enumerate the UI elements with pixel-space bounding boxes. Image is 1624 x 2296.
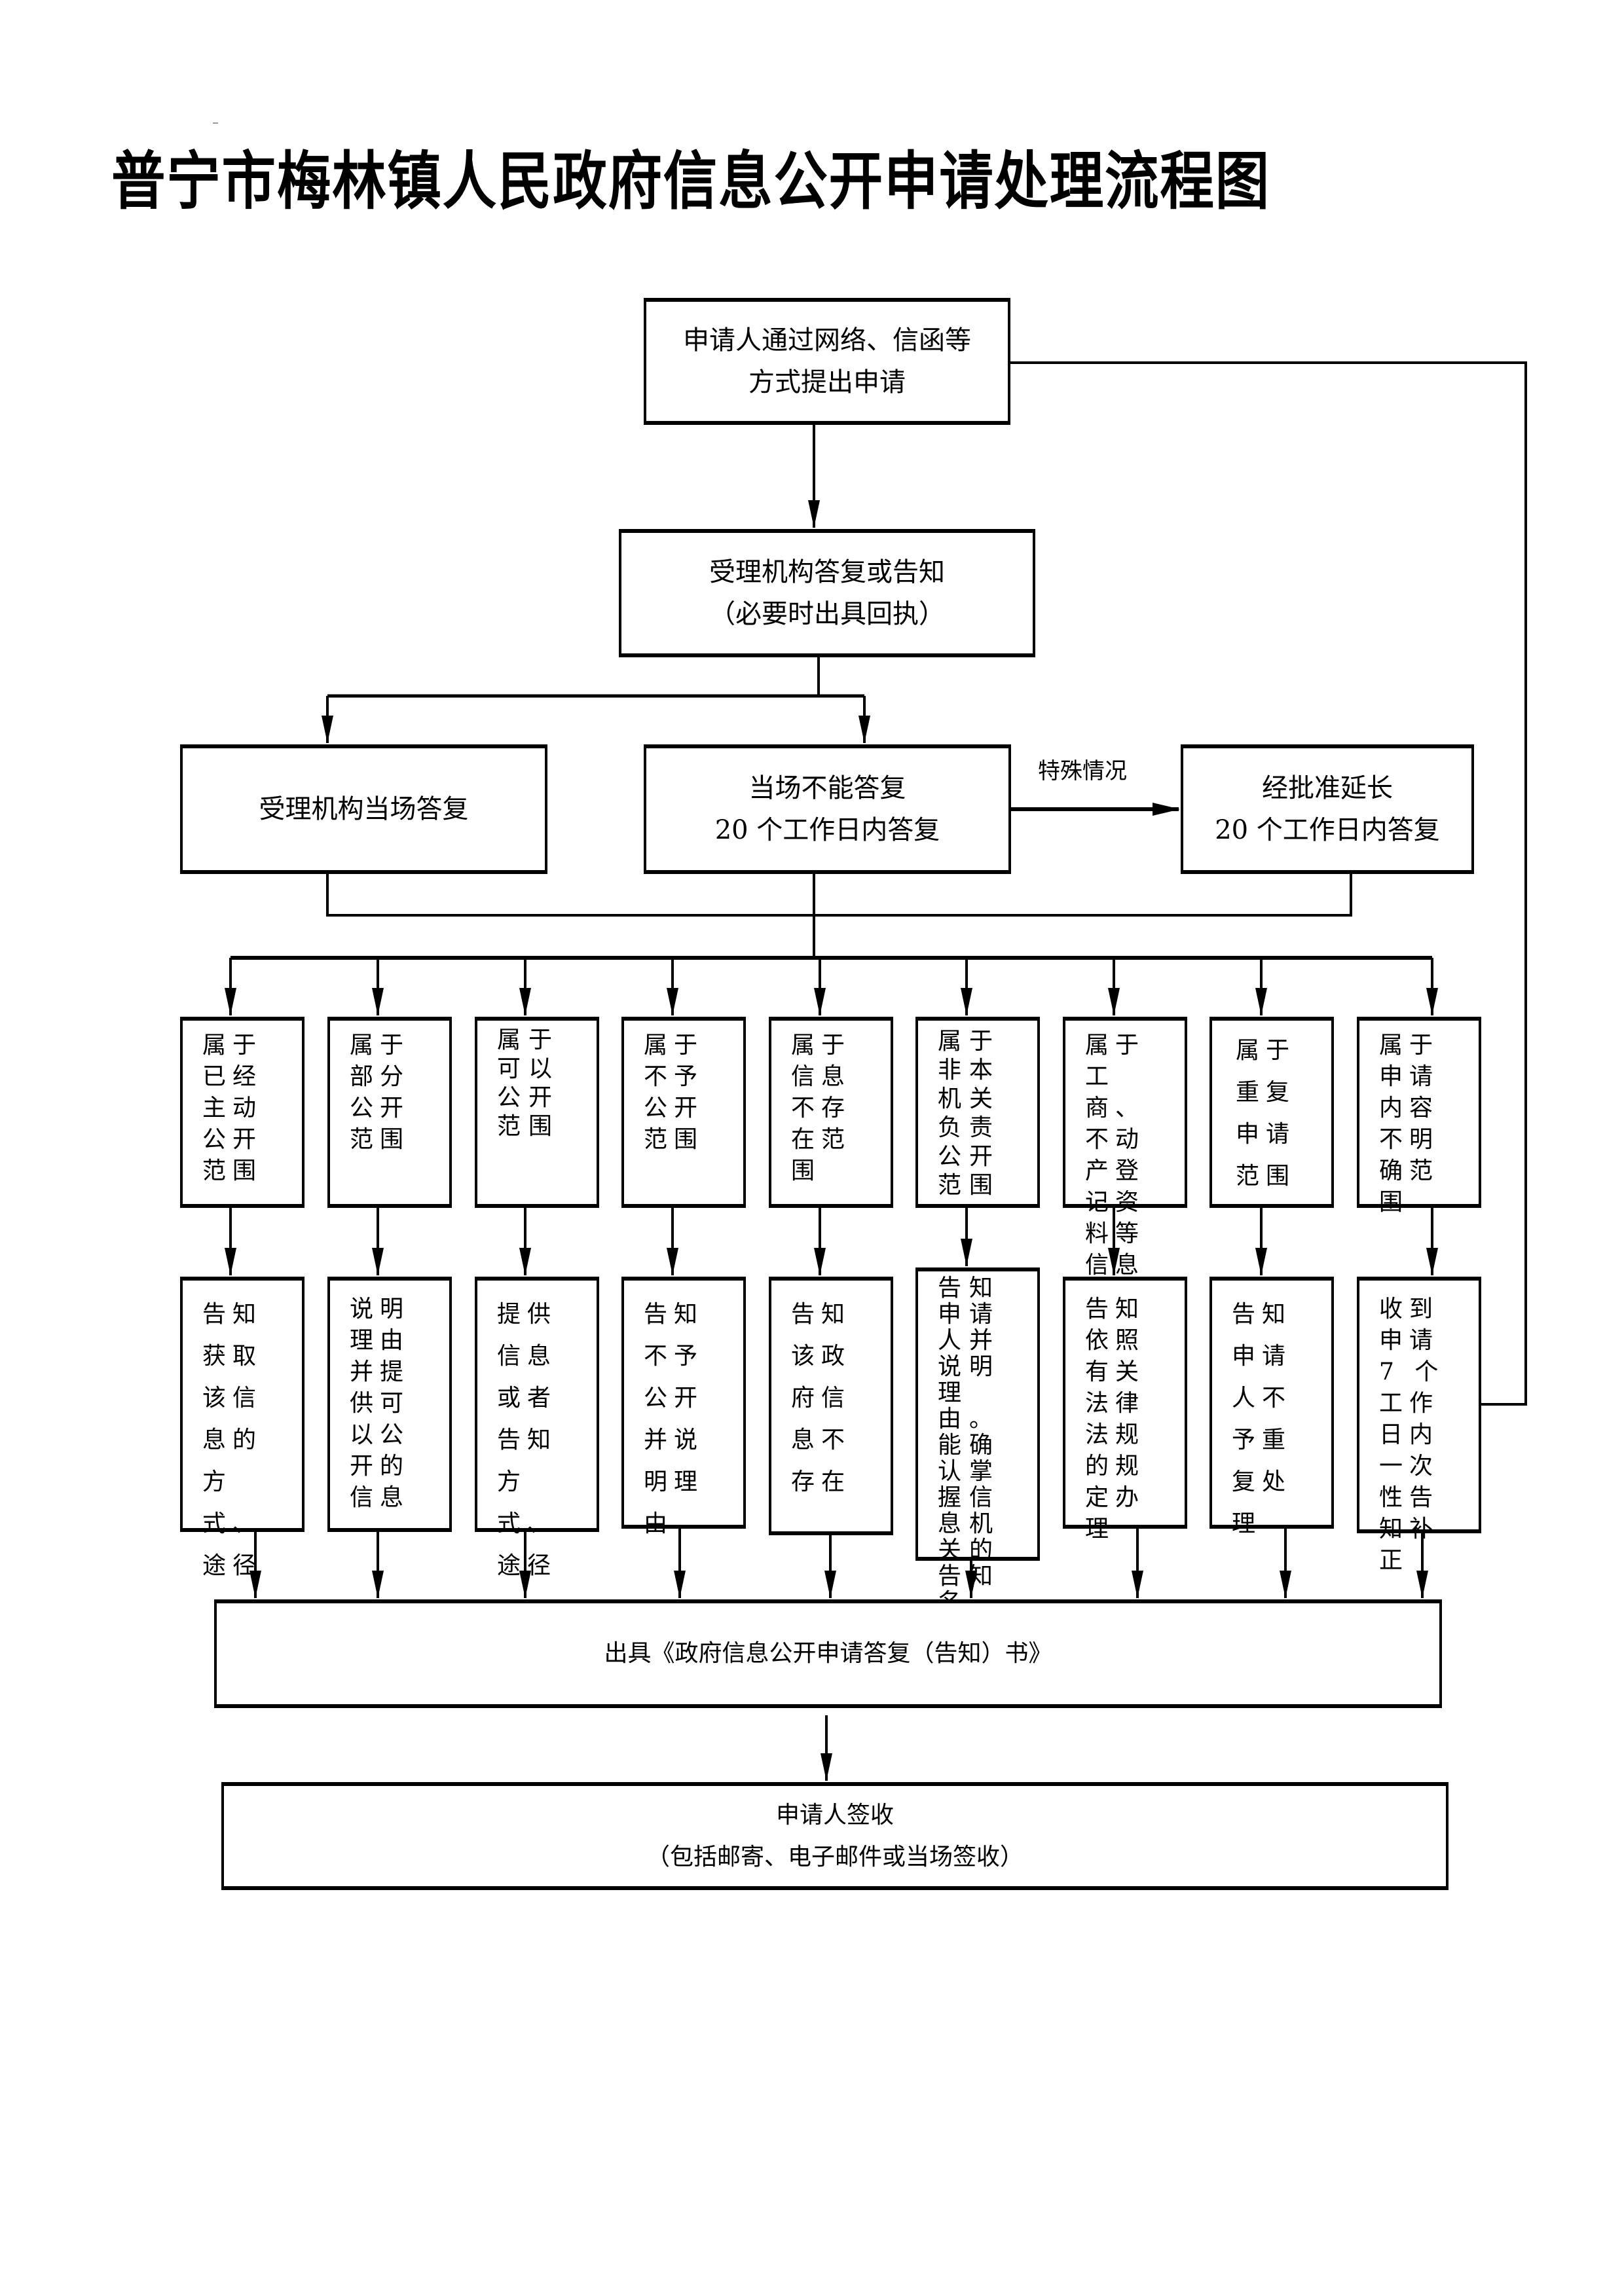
- arrowhead-icon: [858, 716, 870, 743]
- arrowhead-icon: [824, 1571, 836, 1598]
- scope-box-8: 属于重复申请范围: [1209, 1017, 1334, 1208]
- receipt-line-2: （包括邮寄、电子邮件或当场签收）: [646, 1843, 1024, 1870]
- scope-text: 属于申请内容不明确范围: [1379, 1032, 1440, 1216]
- arrowhead-icon: [667, 988, 678, 1015]
- arrowhead-icon: [814, 1248, 826, 1275]
- arrowhead-icon: [519, 988, 531, 1015]
- scope-box-3: 属于可以公开范围: [475, 1017, 599, 1208]
- arrowhead-icon: [249, 1571, 261, 1598]
- start-line-2: 方式提出申请: [748, 367, 906, 397]
- arrowhead-icon: [667, 1248, 678, 1275]
- arrowhead-icon: [1132, 1571, 1143, 1598]
- acceptance-box: 受理机构答复或告知 （必要时出具回执）: [619, 529, 1035, 657]
- extended-line-2: 20 个工作日内答复: [1215, 815, 1440, 845]
- arrowhead-icon: [1255, 1248, 1267, 1275]
- arrowhead-icon: [225, 1248, 236, 1275]
- immediate-reply-text: 受理机构当场答复: [259, 794, 469, 824]
- action-box-1: 告知获取该信息的方式、途径: [180, 1277, 304, 1579]
- action-text: 告知依照有关法律法规的规定办理: [1085, 1296, 1146, 1542]
- arrowhead-icon: [821, 1753, 832, 1781]
- action-text: 提供信息或者告知方式、途径: [497, 1301, 558, 1579]
- arrowhead-icon: [519, 1248, 531, 1275]
- arrowhead-icon: [1153, 803, 1180, 816]
- arrowhead-icon: [372, 1248, 384, 1275]
- action-box-6: 告知申请人并说明理由。能确认掌握信息机关的告知名称、联系方式: [915, 1267, 1040, 1694]
- arrowhead-icon: [1108, 1248, 1120, 1275]
- arrowhead-icon: [961, 988, 972, 1015]
- scope-text: 属于重复申请范围: [1236, 1037, 1297, 1190]
- issue-reply-box: 出具《政府信息公开申请答复（告知）书》: [214, 1599, 1442, 1708]
- immediate-reply-box: 受理机构当场答复: [180, 744, 547, 874]
- action-text: 告知该政府信息不存在: [791, 1301, 852, 1495]
- action-box-5: 告知该政府信息不存在: [769, 1277, 893, 1535]
- arrowhead-icon: [961, 1239, 972, 1266]
- arrowhead-icon: [1108, 988, 1120, 1015]
- scope-box-5: 属于信息不存在范围: [769, 1017, 893, 1208]
- extended-line-1: 经批准延长: [1262, 773, 1393, 803]
- scope-box-4: 属于不予公开范围: [621, 1017, 746, 1208]
- scope-box-6: 属于非本机关负责公开范围: [915, 1017, 1040, 1208]
- arrowhead-icon: [1280, 1571, 1291, 1598]
- arrowhead-icon: [1416, 1571, 1428, 1598]
- scan-mark: [213, 122, 218, 124]
- start-line-1: 申请人通过网络、信函等: [683, 325, 971, 355]
- arrowhead-icon: [372, 988, 384, 1015]
- arrowhead-icon: [1255, 988, 1267, 1015]
- scope-box-7: 属于工商、不动产登记资料等信息: [1063, 1017, 1187, 1279]
- receipt-box: 申请人签收 （包括邮寄、电子邮件或当场签收）: [221, 1782, 1449, 1890]
- action-text: 收到申请 7 个工作日内一次性告知补正: [1379, 1296, 1445, 1574]
- scope-text: 属于已经主动公开范围: [202, 1032, 263, 1184]
- scope-box-2: 属于部分公开范围: [327, 1017, 452, 1208]
- arrowhead-icon: [1426, 988, 1438, 1015]
- deferred-line-1: 当场不能答复: [748, 773, 906, 803]
- scope-text: 属于信息不存在范围: [791, 1032, 852, 1184]
- arrowhead-icon: [322, 716, 333, 743]
- action-text: 告知获取该信息的方式、途径: [202, 1301, 263, 1579]
- action-text: 告知申请人不予重复处理: [1232, 1301, 1293, 1537]
- deferred-line-2: 20 个工作日内答复: [714, 815, 940, 845]
- special-case-label: 特殊情况: [1038, 758, 1127, 784]
- arrowhead-icon: [965, 1571, 977, 1598]
- page-title: 普宁市梅林镇人民政府信息公开申请处理流程图: [111, 145, 1270, 218]
- deferred-reply-box: 当场不能答复 20 个工作日内答复: [644, 744, 1011, 874]
- arrowhead-icon: [808, 500, 820, 528]
- action-box-9: 收到申请 7 个工作日内一次性告知补正: [1357, 1277, 1481, 1574]
- action-box-7: 告知依照有关法律法规的规定办理: [1063, 1277, 1187, 1542]
- arrowhead-icon: [225, 988, 236, 1015]
- arrowhead-icon: [674, 1571, 686, 1598]
- action-text: 告知不予公开并说明理由: [644, 1301, 705, 1537]
- scope-text: 属于部分公开范围: [350, 1032, 411, 1153]
- action-box-2: 说明理由并提供可以公开的信息: [327, 1277, 452, 1532]
- arrowhead-icon: [372, 1571, 384, 1598]
- start-box: 申请人通过网络、信函等 方式提出申请: [644, 298, 1010, 425]
- feedback-line: [1010, 361, 1527, 1406]
- arrowhead-icon: [814, 988, 826, 1015]
- extended-reply-box: 经批准延长 20 个工作日内答复: [1181, 744, 1474, 874]
- issue-reply-text: 出具《政府信息公开申请答复（告知）书》: [604, 1640, 1052, 1667]
- scope-box-1: 属于已经主动公开范围: [180, 1017, 304, 1208]
- action-box-4: 告知不予公开并说明理由: [621, 1277, 746, 1537]
- receipt-line-1: 申请人签收: [775, 1801, 894, 1829]
- arrowhead-icon: [519, 1571, 531, 1598]
- action-box-8: 告知申请人不予重复处理: [1209, 1277, 1334, 1537]
- scope-text: 属于不予公开范围: [644, 1032, 705, 1153]
- scope-box-9: 属于申请内容不明确范围: [1357, 1017, 1481, 1216]
- scope-text: 属于可以公开范围: [497, 1027, 561, 1140]
- scope-text: 属于非本机关负责公开范围: [938, 1028, 1001, 1199]
- acceptance-line-1: 受理机构答复或告知: [709, 557, 945, 587]
- scope-text: 属于工商、不动产登记资料等信息: [1085, 1032, 1146, 1279]
- action-box-3: 提供信息或者告知方式、途径: [475, 1277, 599, 1579]
- acceptance-line-2: （必要时出具回执）: [709, 599, 945, 629]
- connector-line: [326, 874, 1352, 917]
- arrowhead-icon: [1426, 1248, 1438, 1275]
- action-text: 说明理由并提供可以公开的信息: [350, 1296, 411, 1511]
